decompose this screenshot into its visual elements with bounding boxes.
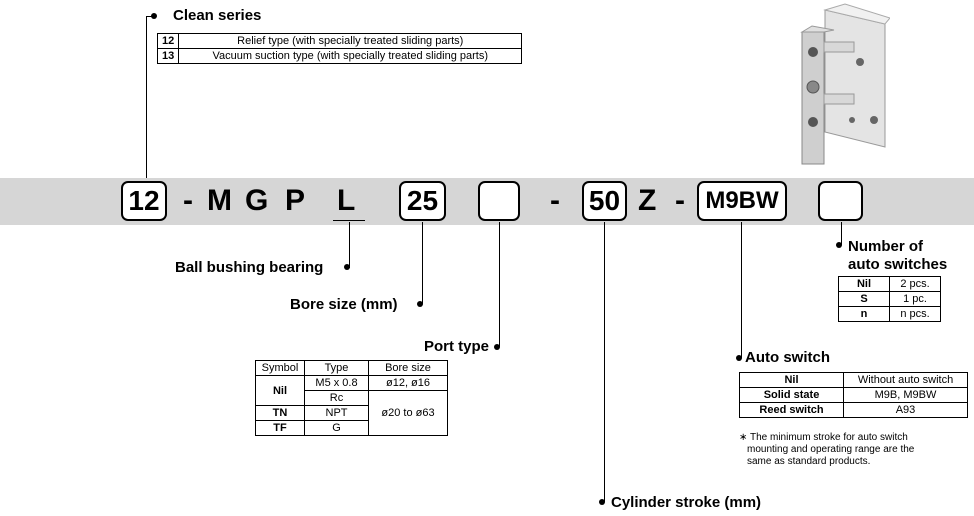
note-line: mounting and operating range are the [747,444,915,455]
switch-code: Solid state [739,387,844,403]
port-bore-large: ø20 to ø63 [368,390,448,436]
switch-count-table: Nil 2 pcs. S 1 pc. n n pcs. [838,276,941,322]
count-code: n [838,306,890,322]
port-type-label: Port type [424,338,490,355]
port-symbol-tn: TN [255,405,305,421]
num-switches-label-2: auto switches [848,256,948,273]
table-row: Nil 2 pcs. [838,276,941,292]
code-letter-l: L [337,184,356,217]
count-code: Nil [838,276,890,292]
num-switches-label-1: Number of [848,238,923,255]
switch-value: M9B, M9BW [843,387,968,403]
code-dash: - [183,184,193,217]
clean-series-table: 12 Relief type (with specially treated s… [156,33,523,64]
table-row: Solid state M9B, M9BW [739,387,968,403]
note-line: ∗ The minimum stroke for auto switch [739,432,908,443]
port-type-table: Symbol Type Bore size Nil M5 x 0.8 ø12, … [255,360,448,436]
code-dash: - [675,184,685,217]
table-row: TF G [255,420,448,436]
port-header-bore: Bore size [368,360,448,376]
clean-series-title: Clean series [173,7,262,24]
port-symbol-nil: Nil [255,375,305,406]
table-row: Nil M5 x 0.8 ø12, ø16 [255,375,448,406]
table-row: n n pcs. [838,306,941,322]
leader-line-ball-bushing-v [349,222,350,267]
leader-dot-ball-bushing [344,264,350,270]
clean-desc: Relief type (with specially treated slid… [178,33,523,49]
code-box-prefix: 12 [121,181,167,221]
count-value: n pcs. [889,306,941,322]
leader-line-port-v [499,222,500,347]
leader-line-count-v [841,222,842,245]
leader-line-bore-v [422,222,423,304]
leader-dot-switch [736,355,742,361]
code-dash: - [550,184,560,217]
code-box-switch-count [818,181,863,221]
clean-code: 12 [156,33,180,49]
table-row: 13 Vacuum suction type (with specially t… [156,48,523,64]
port-header-type: Type [304,360,369,376]
port-type-m5: M5 x 0.8 [304,375,369,391]
leader-dot-count [836,242,842,248]
switch-value: A93 [843,402,968,418]
code-letter-p: P [285,184,306,217]
code-letter-g: G [245,184,269,217]
port-type-npt: NPT [304,405,369,421]
code-box-switch: M9BW [697,181,787,221]
leader-dot-bore [417,301,423,307]
count-value: 2 pcs. [889,276,941,292]
code-box-bore: 25 [399,181,446,221]
table-row: Rc ø20 to ø63 [256,390,448,436]
count-code: S [838,291,890,307]
leader-line-stroke-v [604,222,605,502]
leader-dot-stroke [599,499,605,505]
port-type-rc: Rc [304,390,369,406]
code-box-stroke: 50 [582,181,627,221]
code-letter-z: Z [638,184,657,217]
count-value: 1 pc. [889,291,941,307]
ball-bushing-label: Ball bushing bearing [175,259,324,276]
code-box-port [478,181,520,221]
product-image [800,3,890,165]
cylinder-stroke-label: Cylinder stroke (mm) [611,494,762,511]
bore-size-label: Bore size (mm) [290,296,398,313]
table-row: Nil Without auto switch [739,372,968,388]
table-row: Reed switch A93 [739,402,968,418]
switch-value: Without auto switch [843,372,968,388]
auto-switch-table: Nil Without auto switch Solid state M9B,… [739,372,968,418]
clean-code: 13 [156,48,180,64]
table-row: S 1 pc. [838,291,941,307]
port-type-g: G [304,420,369,436]
table-row: 12 Relief type (with specially treated s… [156,33,523,49]
leader-dot-port [494,344,500,350]
port-bore-small: ø12, ø16 [368,375,448,391]
port-symbol-tf: TF [255,420,305,436]
leader-line-clean-series-v [146,16,147,182]
port-header-symbol: Symbol [255,360,305,376]
clean-desc: Vacuum suction type (with specially trea… [178,48,523,64]
leader-line-switch-v [741,222,742,358]
leader-line-clean-series-h [146,16,156,17]
table-row: Symbol Type Bore size [255,360,448,376]
code-underline-l [333,220,365,221]
auto-switch-label: Auto switch [745,349,830,366]
switch-code: Nil [739,372,844,388]
code-letter-m: M [207,184,232,217]
switch-code: Reed switch [739,402,844,418]
note-line: same as standard products. [747,456,871,467]
auto-switch-note: ∗ The minimum stroke for auto switch mou… [739,432,914,468]
